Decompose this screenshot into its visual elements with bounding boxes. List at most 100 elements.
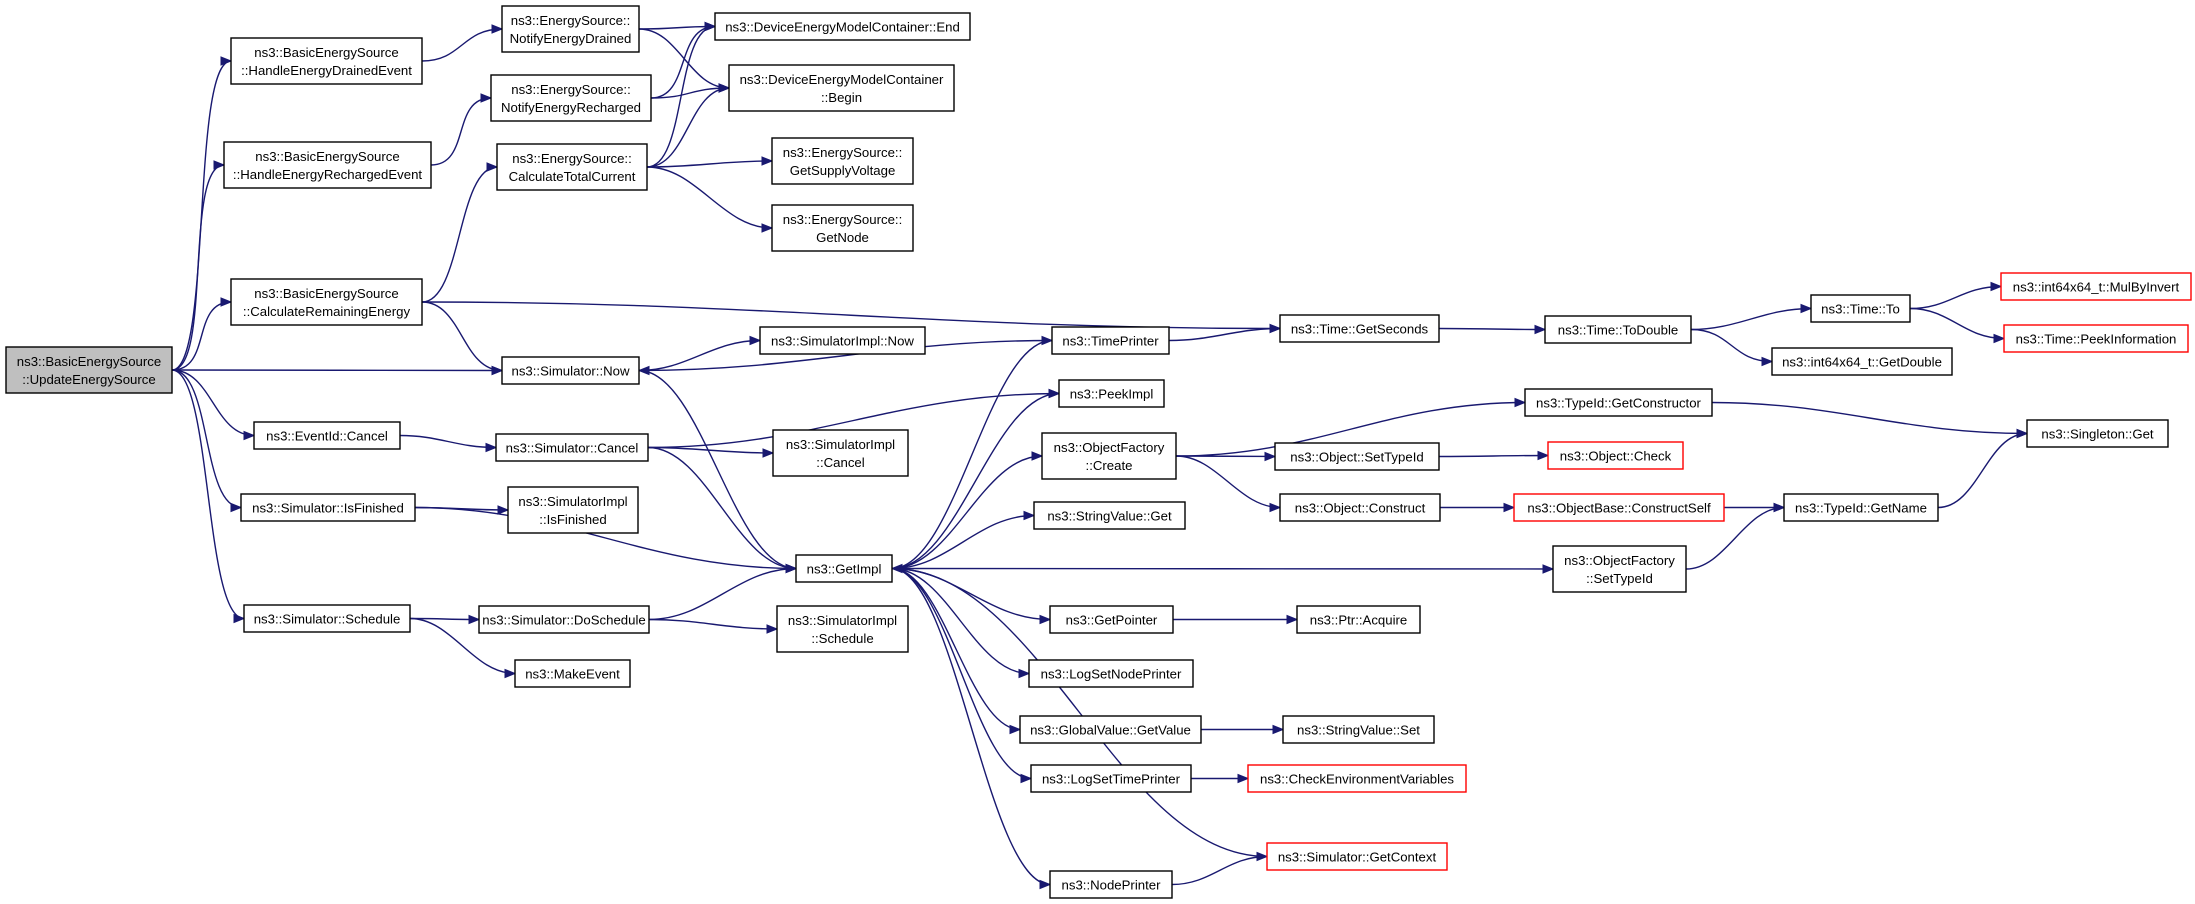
edge-ctc-to-demcend — [646, 25, 716, 168]
node-makeevent[interactable]: ns3::MakeEvent — [514, 659, 631, 688]
node-getpointer[interactable]: ns3::GetPointer — [1049, 605, 1174, 634]
node-ptracquire[interactable]: ns3::Ptr::Acquire — [1296, 605, 1421, 634]
node-simcancel[interactable]: ns3::Simulator::Cancel — [495, 433, 649, 462]
node-label-line: ns3::GetImpl — [807, 562, 882, 577]
node-peekimpl[interactable]: ns3::PeekImpl — [1058, 379, 1165, 408]
node-here[interactable]: ns3::BasicEnergySource::HandleEnergyRech… — [223, 141, 432, 189]
node-ofsettypeid[interactable]: ns3::ObjectFactory::SetTypeId — [1552, 545, 1687, 593]
node-implsched[interactable]: ns3::SimulatorImpl::Schedule — [776, 605, 909, 653]
edge-schedule-to-makeevent — [409, 617, 516, 675]
node-box — [1028, 659, 1194, 688]
arrowhead — [468, 614, 481, 625]
node-ojconstruct[interactable]: ns3::Object::Construct — [1279, 493, 1441, 522]
node-gvgetvalue[interactable]: ns3::GlobalValue::GetValue — [1019, 715, 1202, 744]
arrowhead — [1993, 333, 2006, 344]
edge-dosched-to-implsched — [648, 618, 778, 630]
node-label-line: ns3::EnergySource:: — [512, 151, 632, 166]
node-getseconds[interactable]: ns3::Time::GetSeconds — [1279, 314, 1440, 343]
node-singletonget[interactable]: ns3::Singleton::Get — [2026, 419, 2169, 448]
node-ctc[interactable]: ns3::EnergySource::CalculateTotalCurrent — [496, 143, 648, 191]
arrowhead — [504, 668, 517, 679]
node-label-line: ns3::MakeEvent — [525, 667, 620, 682]
arrowhead — [1237, 773, 1250, 784]
node-label-line: ns3::int64x64_t::GetDouble — [1782, 355, 1942, 370]
node-nodeprinter[interactable]: ns3::NodePrinter — [1049, 870, 1173, 899]
node-label-line: ns3::BasicEnergySource — [255, 149, 399, 164]
edge-root-to-simnow — [171, 369, 503, 372]
node-peekinfo[interactable]: ns3::Time::PeekInformation — [2003, 324, 2189, 353]
node-box — [2003, 324, 2189, 353]
node-getconstructor[interactable]: ns3::TypeId::GetConstructor — [1524, 388, 1713, 417]
edge-root-to-here — [171, 164, 225, 371]
arrowhead — [233, 613, 246, 624]
node-ocheck[interactable]: ns3::Object::Check — [1547, 441, 1684, 470]
node-box — [1513, 493, 1725, 522]
node-logsetnode[interactable]: ns3::LogSetNodePrinter — [1028, 659, 1194, 688]
node-getsupply[interactable]: ns3::EnergySource::GetSupplyVoltage — [771, 137, 914, 185]
node-implcancel[interactable]: ns3::SimulatorImpl::Cancel — [772, 429, 909, 477]
node-mulbyinvert[interactable]: ns3::int64x64_t::MulByInvert — [2000, 272, 2192, 301]
node-demcbegin[interactable]: ns3::DeviceEnergyModelContainer::Begin — [728, 64, 955, 112]
node-label-line: ns3::DeviceEnergyModelContainer::End — [725, 20, 960, 35]
node-schedule[interactable]: ns3::Simulator::Schedule — [243, 604, 411, 633]
node-box — [1810, 294, 1911, 323]
node-ner[interactable]: ns3::EnergySource::NotifyEnergyRecharged — [490, 74, 652, 122]
node-simnow[interactable]: ns3::Simulator::Now — [501, 356, 640, 385]
node-typeidgetname[interactable]: ns3::TypeId::GetName — [1783, 493, 1939, 522]
node-box — [1771, 347, 1953, 376]
node-label-line: ns3::Simulator::GetContext — [1278, 850, 1437, 865]
node-getdouble[interactable]: ns3::int64x64_t::GetDouble — [1771, 347, 1953, 376]
node-ojsettypeid[interactable]: ns3::Object::SetTypeId — [1274, 442, 1440, 471]
node-simisfin[interactable]: ns3::SimulatorImpl::IsFinished — [507, 486, 639, 534]
edge-ojsettypeid-to-ocheck — [1438, 454, 1549, 458]
node-getimpl[interactable]: ns3::GetImpl — [795, 554, 893, 583]
node-dosched[interactable]: ns3::Simulator::DoSchedule — [478, 605, 650, 634]
node-todouble[interactable]: ns3::Time::ToDouble — [1544, 315, 1692, 344]
node-bcre[interactable]: ns3::BasicEnergySource::CalculateRemaini… — [230, 278, 423, 326]
edge-timeto-to-mulbyinvert — [1909, 285, 2002, 310]
arrowhead — [1272, 724, 1285, 735]
node-label-line: ns3::EventId::Cancel — [266, 429, 388, 444]
node-timeto[interactable]: ns3::Time::To — [1810, 294, 1911, 323]
node-isfinished[interactable]: ns3::Simulator::IsFinished — [240, 493, 416, 522]
node-box — [1247, 764, 1467, 793]
node-hede[interactable]: ns3::BasicEnergySource::HandleEnergyDrai… — [230, 37, 423, 85]
node-evcancel[interactable]: ns3::EventId::Cancel — [253, 421, 401, 450]
node-root[interactable]: ns3::BasicEnergySource::UpdateEnergySour… — [5, 346, 173, 394]
node-implnow[interactable]: ns3::SimulatorImpl::Now — [759, 326, 926, 355]
node-ned[interactable]: ns3::EnergySource::NotifyEnergyDrained — [501, 5, 640, 53]
node-box — [253, 421, 401, 450]
node-logsettime[interactable]: ns3::LogSetTimePrinter — [1030, 764, 1192, 793]
node-box — [5, 346, 173, 394]
edge-simnow-to-implnow — [638, 339, 761, 372]
arrowhead — [749, 335, 762, 346]
arrowhead — [480, 93, 493, 103]
node-label-line: NotifyEnergyDrained — [510, 31, 632, 46]
node-svget[interactable]: ns3::StringValue::Get — [1033, 501, 1186, 530]
node-label-line: ::Begin — [821, 90, 862, 105]
edge-simcancel-to-peekimpl — [647, 392, 1060, 449]
arrowhead — [486, 162, 499, 172]
node-demcend[interactable]: ns3::DeviceEnergyModelContainer::End — [714, 12, 971, 41]
arrowhead — [1039, 879, 1052, 890]
edge-root-to-isfinished — [171, 369, 242, 509]
edge-todouble-to-getdouble — [1690, 328, 1773, 363]
node-ofcreate[interactable]: ns3::ObjectFactory::Create — [1041, 432, 1177, 480]
node-box — [501, 5, 640, 53]
node-box — [2026, 419, 2169, 448]
node-box — [478, 605, 650, 634]
node-label-line: ns3::int64x64_t::MulByInvert — [2013, 280, 2180, 295]
node-box — [772, 429, 909, 477]
node-label-line: ns3::Object::Construct — [1295, 501, 1426, 516]
node-box — [1524, 388, 1713, 417]
node-timeprinter[interactable]: ns3::TimePrinter — [1051, 326, 1170, 355]
edge-getimpl-to-logsettime — [891, 567, 1032, 780]
arrowhead — [243, 430, 256, 441]
node-getcontext[interactable]: ns3::Simulator::GetContext — [1266, 842, 1448, 871]
node-label-line: ns3::Simulator::IsFinished — [252, 501, 404, 516]
node-constructself[interactable]: ns3::ObjectBase::ConstructSelf — [1513, 493, 1725, 522]
arrowhead — [761, 156, 774, 166]
node-checkenv[interactable]: ns3::CheckEnvironmentVariables — [1247, 764, 1467, 793]
node-svset[interactable]: ns3::StringValue::Set — [1282, 715, 1435, 744]
node-getnode[interactable]: ns3::EnergySource::GetNode — [771, 204, 914, 252]
